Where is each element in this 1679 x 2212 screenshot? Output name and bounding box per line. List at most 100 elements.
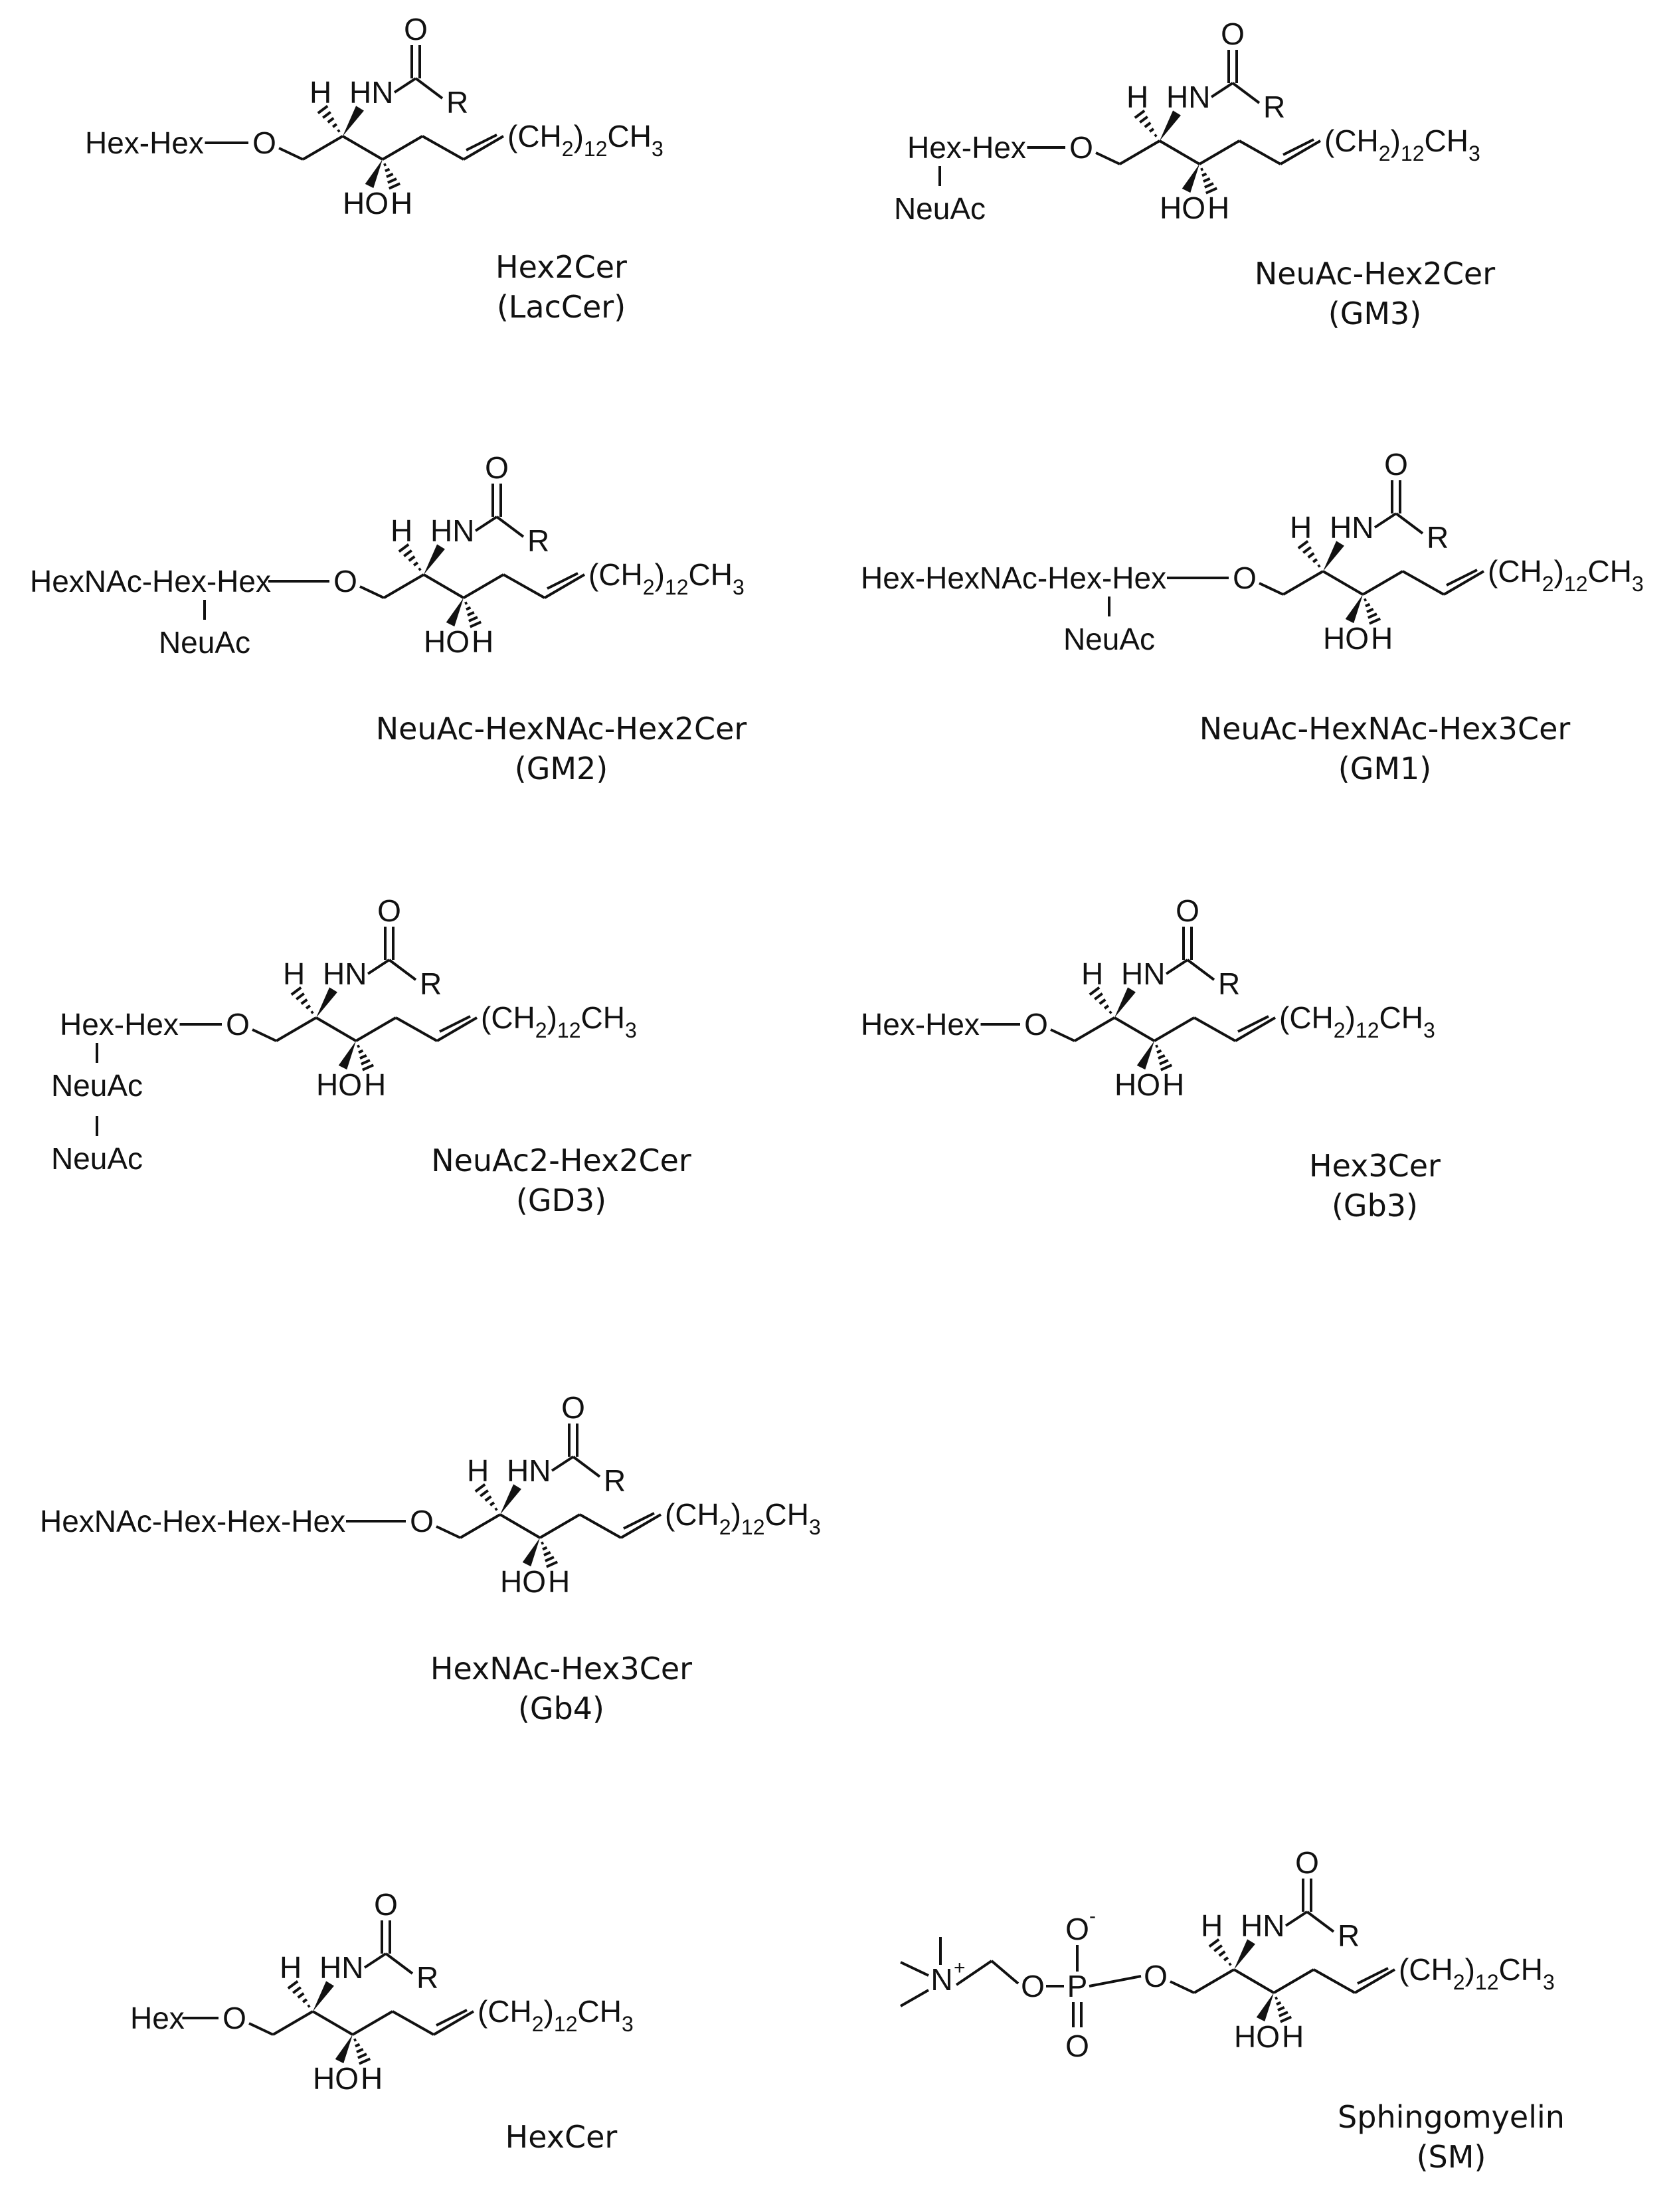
alkyl-chain-label: (CH2)12CH3 — [588, 557, 745, 599]
hydroxyl-label: HO — [313, 2061, 359, 2096]
c2-c3-bond — [1158, 139, 1201, 165]
hash-line — [1208, 1938, 1220, 1948]
carbonyl-r-bond — [1231, 82, 1261, 104]
c2-hydrogen-label: H — [391, 513, 412, 548]
hydroxyl-label: HO — [1323, 621, 1369, 656]
c5-c6-double-bond — [620, 1513, 662, 1539]
n-ch2-bond — [955, 1982, 960, 1986]
c5-c6-double-bond-inner — [1282, 138, 1314, 156]
caption-name: NeuAc-HexNAc-Hex3Cer — [1199, 711, 1571, 747]
glycan-chain-label: Hex-Hex — [85, 126, 204, 160]
hash-line — [388, 182, 401, 190]
n-carbonyl-bond — [1165, 959, 1189, 975]
caption-sphingomyelin: Sphingomyelin (SM) — [1219, 2097, 1679, 2177]
caption-hex3cer: Hex3Cer (Gb3) — [1142, 1146, 1607, 1226]
c4-c5-bond — [1402, 570, 1445, 596]
hash-line — [1205, 187, 1218, 195]
c2-hydrogen-label: H — [1201, 1908, 1223, 1943]
chain-text-part: (CH — [1488, 554, 1542, 589]
hash-line — [1366, 607, 1374, 614]
oh-wedge-bond — [1136, 1041, 1154, 1070]
caption-name: HexCer — [505, 2119, 618, 2155]
o-c1-bond — [278, 147, 304, 161]
chain-text-part: (CH — [478, 1994, 532, 2029]
c3-hydrogen-label: H — [391, 186, 412, 221]
r-group-label: R — [1427, 520, 1449, 555]
c5-c6-double-bond-inner — [623, 1512, 655, 1530]
carbonyl-r-bond — [572, 1455, 601, 1478]
ether-oxygen-label: O — [1233, 561, 1257, 595]
c5-c6-double-bond — [1234, 1016, 1277, 1042]
hash-line — [1307, 552, 1315, 559]
hash-line — [1279, 2015, 1292, 2023]
c2-hydrogen-label: H — [283, 957, 305, 991]
c1-c2-bond — [1073, 1016, 1116, 1042]
hash-line — [327, 117, 335, 124]
hash-line — [287, 1980, 299, 1989]
hash-line — [1158, 1054, 1166, 1060]
c5-c6-double-bond — [436, 1016, 478, 1042]
oh-wedge-bond — [446, 598, 464, 627]
hydroxyl-label: HO — [424, 624, 470, 659]
c5-c6-double-bond-inner — [1357, 1967, 1389, 1985]
ch2-o-bond — [990, 1960, 1019, 1985]
caption-neuac-hex2cer: NeuAc-Hex2Cer (GM3) — [1142, 254, 1607, 333]
c3-c4-bond — [351, 2010, 394, 2036]
hash-line — [408, 555, 416, 562]
n-carbonyl-bond — [474, 515, 498, 532]
c3-h-hashed — [353, 2038, 371, 2065]
ester-oxygen-label: O — [1021, 1969, 1045, 2003]
c3-h-hashed — [357, 1044, 375, 1071]
chain-text-part: CH — [688, 557, 732, 592]
hash-line — [403, 549, 412, 557]
phosphate-oxo-label: O — [1065, 2029, 1089, 2063]
chain-text-part: 2 — [535, 1018, 547, 1042]
hash-line — [357, 2053, 367, 2059]
glycan-chain-label: Hex-Hex — [60, 1007, 179, 1042]
c2-h-hashed — [1297, 539, 1321, 568]
branch-neuac-label: NeuAc — [1063, 622, 1155, 656]
hash-line — [358, 2057, 371, 2065]
hash-line — [1089, 986, 1101, 996]
chain-text-part: CH — [1498, 1952, 1542, 1987]
o-c1-bond — [1170, 1980, 1195, 1994]
c2-c3-bond — [311, 2010, 354, 2036]
c3-hydrogen-label: H — [361, 2061, 383, 2096]
carbonyl-r-bond — [1186, 959, 1215, 981]
n-wedge-bond — [313, 1981, 334, 2011]
hydroxyl-label: HO — [500, 1564, 546, 1599]
hash-line — [1368, 612, 1377, 619]
phosphate-ominus-label: O — [1065, 1912, 1089, 1946]
c3-h-hashed — [541, 1541, 559, 1568]
hash-line — [1279, 2011, 1288, 2017]
hash-line — [1103, 1004, 1110, 1010]
chain-text-part: (CH — [481, 1000, 535, 1035]
hash-line — [1160, 1063, 1173, 1071]
c3-h-hashed — [383, 163, 401, 190]
c3-hydrogen-label: H — [1162, 1067, 1184, 1102]
r-group-label: R — [416, 1960, 438, 1995]
hydroxyl-label: HO — [316, 1067, 362, 1102]
c3-h-hashed — [1200, 167, 1218, 195]
hash-line — [1213, 1944, 1223, 1952]
plus-charge-label: + — [954, 1957, 966, 1979]
c5-c6-double-bond-inner — [1237, 1015, 1269, 1033]
hash-line — [1203, 177, 1211, 183]
hash-line — [1368, 617, 1381, 625]
hash-line — [361, 1063, 375, 1071]
hash-line — [1364, 598, 1368, 602]
hash-line — [1094, 992, 1103, 1000]
hash-line — [1159, 1059, 1169, 1065]
c3-hydrogen-label: H — [364, 1067, 386, 1102]
amide-nh-label: HN — [323, 957, 367, 991]
c3-c4-bond — [1362, 570, 1404, 596]
c1-c2-bond — [275, 1016, 317, 1042]
alkyl-chain-label: (CH2)12CH3 — [507, 119, 663, 161]
c2-c3-bond — [499, 1513, 541, 1539]
carbonyl-oxygen-label: O — [404, 12, 428, 46]
amide-nh-label: HN — [507, 1453, 551, 1488]
